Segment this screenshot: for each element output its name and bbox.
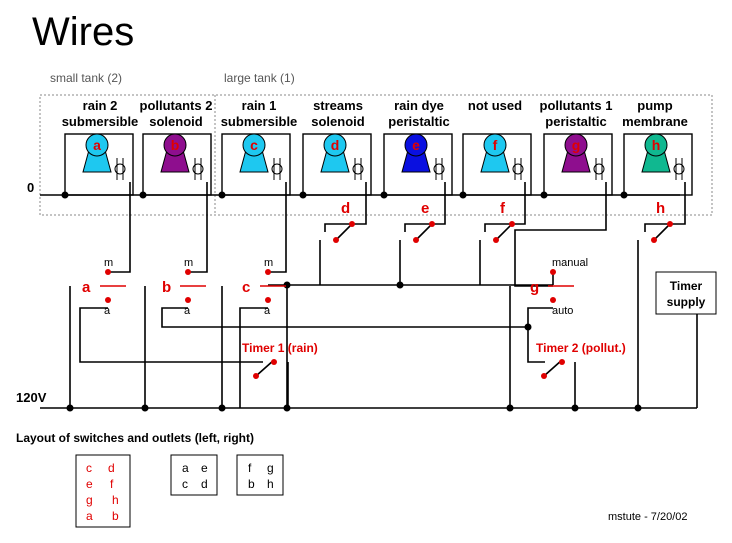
- svg-text:g: g: [267, 461, 274, 475]
- device-a: a: [64, 133, 134, 196]
- timers: Timer 1 (rain) Timer 2 (pollut.) Timer s…: [242, 271, 717, 379]
- device-f: f: [462, 133, 532, 196]
- svg-text:e: e: [201, 461, 208, 475]
- device-h: h: [623, 133, 693, 196]
- device-c-label1: rain 1: [242, 98, 277, 113]
- device-g-label2: peristaltic: [545, 114, 606, 129]
- layout-heading: Layout of switches and outlets (left, ri…: [16, 431, 254, 445]
- wire-b-auto: [161, 307, 528, 328]
- svg-text:g: g: [86, 493, 93, 507]
- device-h-label2: membrane: [622, 114, 688, 129]
- device-e-letter: e: [412, 137, 420, 153]
- device-c-label2: submersible: [221, 114, 298, 129]
- switch-d-label: d: [341, 200, 350, 217]
- svg-text:d: d: [201, 477, 208, 491]
- device-a-letter: a: [93, 137, 101, 153]
- small-tank-label: small tank (2): [50, 71, 122, 85]
- wire-d-device: [324, 182, 367, 232]
- device-b-letter: b: [171, 137, 180, 153]
- tank-boundary: [39, 94, 713, 216]
- selector-b-manual: m: [184, 257, 193, 269]
- timer1-label: Timer 1 (rain): [242, 341, 318, 355]
- layout-box-2: [170, 454, 218, 496]
- wire-a-device: [108, 182, 131, 273]
- switch-h-label: h: [656, 200, 665, 217]
- svg-text:a: a: [86, 509, 93, 523]
- svg-text:f: f: [248, 461, 252, 475]
- device-d-letter: d: [331, 137, 340, 153]
- timer-supply-label1: Timer: [670, 279, 703, 293]
- wire-g-device: [514, 182, 607, 287]
- layout-box-1: [75, 454, 131, 528]
- selector-a-manual: m: [104, 257, 113, 269]
- selector-g-label: g: [530, 279, 539, 296]
- wire-a-auto: [79, 307, 263, 363]
- page-title: Wires: [32, 10, 134, 54]
- device-c: c: [221, 133, 291, 196]
- svg-text:d: d: [108, 461, 115, 475]
- device-outlets: a b c d e f g h: [64, 133, 693, 196]
- wire-f-device: [484, 182, 526, 232]
- device-b-label1: pollutants 2: [140, 98, 213, 113]
- device-e-label1: rain dye: [394, 98, 444, 113]
- wire-b-device: [188, 182, 208, 273]
- wire-c-auto: [239, 307, 268, 408]
- selector-c-label: c: [242, 279, 250, 296]
- svg-text:b: b: [112, 509, 119, 523]
- svg-text:b: b: [248, 477, 255, 491]
- device-labels: rain 2 submersible pollutants 2 solenoid…: [62, 98, 688, 129]
- device-b: b: [142, 133, 212, 196]
- svg-text:f: f: [110, 477, 114, 491]
- device-g: g: [543, 133, 613, 196]
- device-b-label2: solenoid: [149, 114, 203, 129]
- device-e-label2: peristaltic: [388, 114, 449, 129]
- selector-g-manual: manual: [552, 257, 588, 269]
- device-c-letter: c: [250, 137, 258, 153]
- selector-a-label: a: [82, 279, 91, 296]
- timer-supply-label2: supply: [667, 295, 706, 309]
- neutral-bus-label: 0: [27, 180, 34, 195]
- wire-h-device: [644, 182, 686, 232]
- selector-g-auto: auto: [552, 305, 573, 317]
- top-switches: d e f h: [333, 200, 673, 243]
- device-e: e: [383, 133, 453, 196]
- svg-text:h: h: [267, 477, 274, 491]
- selector-c-auto: a: [264, 305, 271, 317]
- device-f-letter: f: [493, 137, 498, 153]
- device-h-letter: h: [652, 137, 661, 153]
- selector-a-auto: a: [104, 305, 111, 317]
- svg-text:c: c: [182, 477, 188, 491]
- selector-c-manual: m: [264, 257, 273, 269]
- svg-text:e: e: [86, 477, 93, 491]
- device-a-label2: submersible: [62, 114, 139, 129]
- svg-text:h: h: [112, 493, 119, 507]
- timer2-label: Timer 2 (pollut.): [536, 341, 626, 355]
- wires: [40, 182, 698, 409]
- device-d-label1: streams: [313, 98, 363, 113]
- wire-g-auto: [527, 307, 553, 363]
- wire-e-device: [404, 182, 446, 232]
- svg-text:c: c: [86, 461, 92, 475]
- device-d-label2: solenoid: [311, 114, 365, 129]
- selector-switches: m a a m a b m a c manual auto g: [82, 257, 588, 317]
- device-g-label1: pollutants 1: [540, 98, 613, 113]
- hot-bus-label: 120V: [16, 390, 47, 405]
- layout-legend: Layout of switches and outlets (left, ri…: [16, 431, 284, 528]
- selector-b-auto: a: [184, 305, 191, 317]
- large-tank-label: large tank (1): [224, 71, 295, 85]
- signature: mstute - 7/20/02: [608, 511, 688, 523]
- switch-e-label: e: [421, 200, 429, 217]
- device-h-label1: pump: [637, 98, 672, 113]
- timer-supply-box: [655, 271, 717, 315]
- device-a-label1: rain 2: [83, 98, 118, 113]
- wire-c-device: [268, 182, 287, 273]
- device-g-letter: g: [572, 137, 581, 153]
- svg-text:a: a: [182, 461, 189, 475]
- layout-box-3: [236, 454, 284, 496]
- device-d: d: [302, 133, 372, 196]
- switch-f-label: f: [500, 200, 506, 217]
- selector-b-label: b: [162, 279, 171, 296]
- device-f-label1: not used: [468, 98, 522, 113]
